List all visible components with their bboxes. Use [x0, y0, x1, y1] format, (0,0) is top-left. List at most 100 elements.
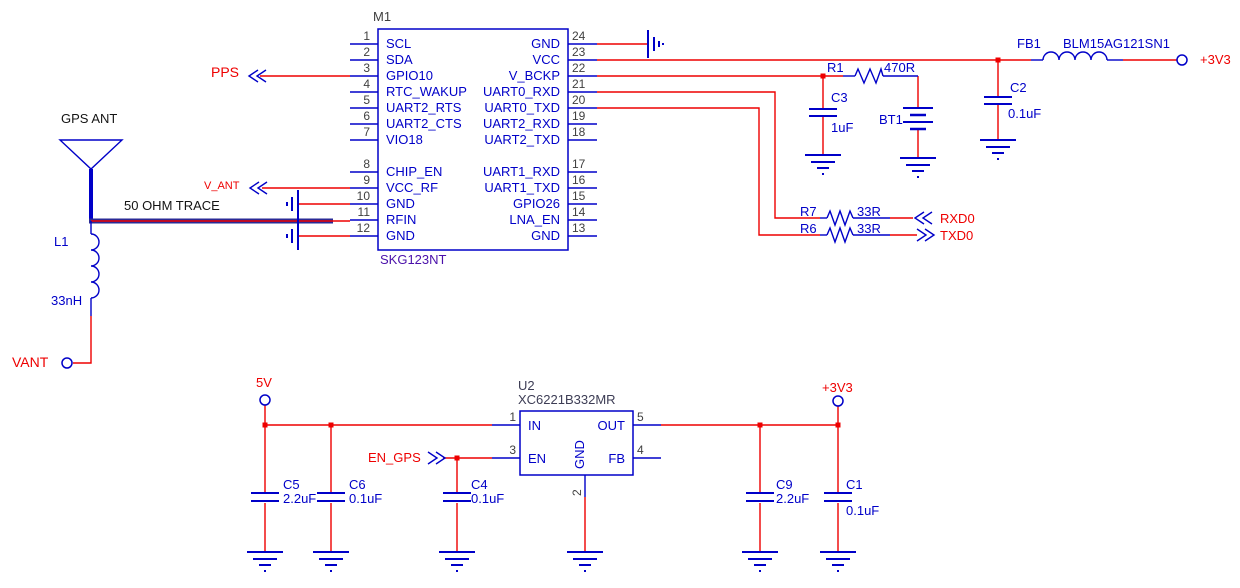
c6-value: 0.1uF	[349, 491, 383, 506]
m1-pin-name-rfin: RFIN	[386, 212, 417, 227]
c5-value: 2.2uF	[283, 491, 317, 506]
c3-value: 1uF	[831, 120, 854, 135]
vant-terminal-icon	[61, 357, 73, 369]
c9-value: 2.2uF	[776, 491, 810, 506]
u2-pin-number-5: 5	[637, 410, 644, 424]
v-ant-net-label: V_ANT	[204, 180, 240, 192]
5v-net-label: 5V	[256, 375, 272, 390]
m1-pin-number-21: 21	[572, 77, 586, 91]
c3-capacitor-symbol	[809, 108, 837, 117]
p3v3-bottom-net-label: +3V3	[822, 380, 853, 395]
m1-pin-number-12: 12	[356, 221, 370, 235]
m1-pin-name-uart0-rxd: UART0_RXD	[482, 84, 560, 99]
l1-inductor-symbol	[90, 221, 100, 316]
m1-pin-name-vcc: VCC	[532, 52, 560, 67]
r6-designator: R6	[800, 221, 817, 236]
m1-pin-number-10: 10	[356, 189, 370, 203]
m1-pin-name-uart2-txd: UART2_TXD	[484, 132, 560, 147]
c6-designator: C6	[349, 477, 366, 492]
gps-ant-label: GPS ANT	[61, 111, 118, 126]
c1-capacitor-symbol	[824, 492, 852, 502]
txd0-net-label: TXD0	[940, 228, 974, 243]
m1-pin-name-uart0-txd: UART0_TXD	[484, 100, 560, 115]
u2-pin-number-1: 1	[509, 410, 516, 424]
m1-pin-name-uart2-rxd: UART2_RXD	[482, 116, 560, 131]
m1-pin-number-18: 18	[572, 125, 586, 139]
m1-pin-name-vio18: VIO18	[386, 132, 423, 147]
3v3-top-terminal-icon	[1176, 54, 1188, 66]
r6-resistor-symbol	[820, 225, 890, 245]
m1-pin-number-22: 22	[572, 61, 586, 75]
fb1-ferrite-bead-symbol	[1031, 51, 1123, 61]
ground-symbols-pin10-pin12	[286, 190, 299, 250]
u2-pin-name-gnd: GND	[572, 440, 587, 469]
m1-ic-symbol	[350, 28, 597, 251]
3v3-bottom-terminal-icon	[832, 395, 844, 407]
m1-pin-name-uart1-rxd: UART1_RXD	[482, 164, 560, 179]
en-gps-netflag-icon	[427, 451, 447, 465]
m1-pin-name-uart2-cts: UART2_CTS	[386, 116, 462, 131]
m1-pin-number-17: 17	[572, 157, 586, 171]
vant-net-label: VANT	[12, 354, 49, 370]
r1-value: 470R	[884, 60, 916, 75]
u2-pin-number-4: 4	[637, 443, 644, 457]
trace-label: 50 OHM TRACE	[124, 198, 220, 213]
m1-pin-number-3: 3	[363, 61, 370, 75]
c5-designator: C5	[283, 477, 300, 492]
c9-designator: C9	[776, 477, 793, 492]
p3v3-top-net-label: +3V3	[1200, 52, 1231, 67]
c2-capacitor-symbol	[984, 96, 1012, 105]
r1-resistor-symbol	[843, 66, 918, 85]
m1-pin-number-15: 15	[572, 189, 586, 203]
m1-pin-number-4: 4	[363, 77, 370, 91]
r7-value: 33R	[857, 204, 881, 219]
m1-pin-name-gnd-12: GND	[386, 228, 415, 243]
m1-pin-number-8: 8	[363, 157, 370, 171]
c4-value: 0.1uF	[471, 491, 505, 506]
m1-pin-name-v-bckp: V_BCKP	[508, 68, 560, 83]
fb1-value: BLM15AG121SN1	[1063, 36, 1170, 51]
fb1-designator: FB1	[1017, 36, 1041, 51]
v-ant-netflag-icon	[248, 181, 268, 195]
c1-designator: C1	[846, 477, 863, 492]
m1-pin-name-gnd-10: GND	[386, 196, 415, 211]
m1-pin-number-20: 20	[572, 93, 586, 107]
txd0-netflag-icon	[916, 228, 936, 242]
bt1-designator: BT1	[879, 112, 903, 127]
c5-capacitor-symbol	[251, 492, 279, 502]
u2-pin-number-2: 2	[570, 489, 584, 496]
ground-symbol-pin24	[647, 30, 664, 58]
m1-pin-name-chip-en: CHIP_EN	[386, 164, 443, 179]
m1-pin-name-rtc-wakup: RTC_WAKUP	[386, 84, 467, 99]
c1-value: 0.1uF	[846, 503, 880, 518]
u2-pin-name-en: EN	[528, 451, 547, 466]
u2-pin-number-3: 3	[509, 443, 516, 457]
m1-pin-number-7: 7	[363, 125, 370, 139]
c3-designator: C3	[831, 90, 848, 105]
m1-pin-number-16: 16	[572, 173, 586, 187]
m1-pin-number-14: 14	[572, 205, 586, 219]
m1-pin-name-scl: SCL	[386, 36, 412, 51]
u2-pin-name-in: IN	[528, 418, 541, 433]
m1-pin-name-gpio26: GPIO26	[513, 196, 560, 211]
u2-part-number: XC6221B332MR	[518, 392, 616, 407]
m1-pin-name-gnd-13: GND	[531, 228, 560, 243]
m1-pin-name-uart2-rts: UART2_RTS	[386, 100, 462, 115]
c4-designator: C4	[471, 477, 488, 492]
c9-capacitor-symbol	[746, 492, 774, 502]
u2-pin-name-out: OUT	[597, 418, 625, 433]
m1-pin-number-2: 2	[363, 45, 370, 59]
r7-designator: R7	[800, 204, 817, 219]
pps-netflag-icon	[247, 69, 267, 83]
m1-pin-name-uart1-txd: UART1_TXD	[484, 180, 560, 195]
c6-capacitor-symbol	[317, 492, 345, 502]
m1-pin-name-gpio10: GPIO10	[386, 68, 433, 83]
m1-pin-number-1: 1	[363, 29, 370, 43]
u2-pin-name-fb: FB	[608, 451, 625, 466]
m1-pin-name-lna-en: LNA_EN	[509, 212, 560, 227]
r7-resistor-symbol	[820, 208, 890, 228]
m1-pin-name-gnd-24: GND	[531, 36, 560, 51]
l1-value: 33nH	[51, 293, 83, 308]
